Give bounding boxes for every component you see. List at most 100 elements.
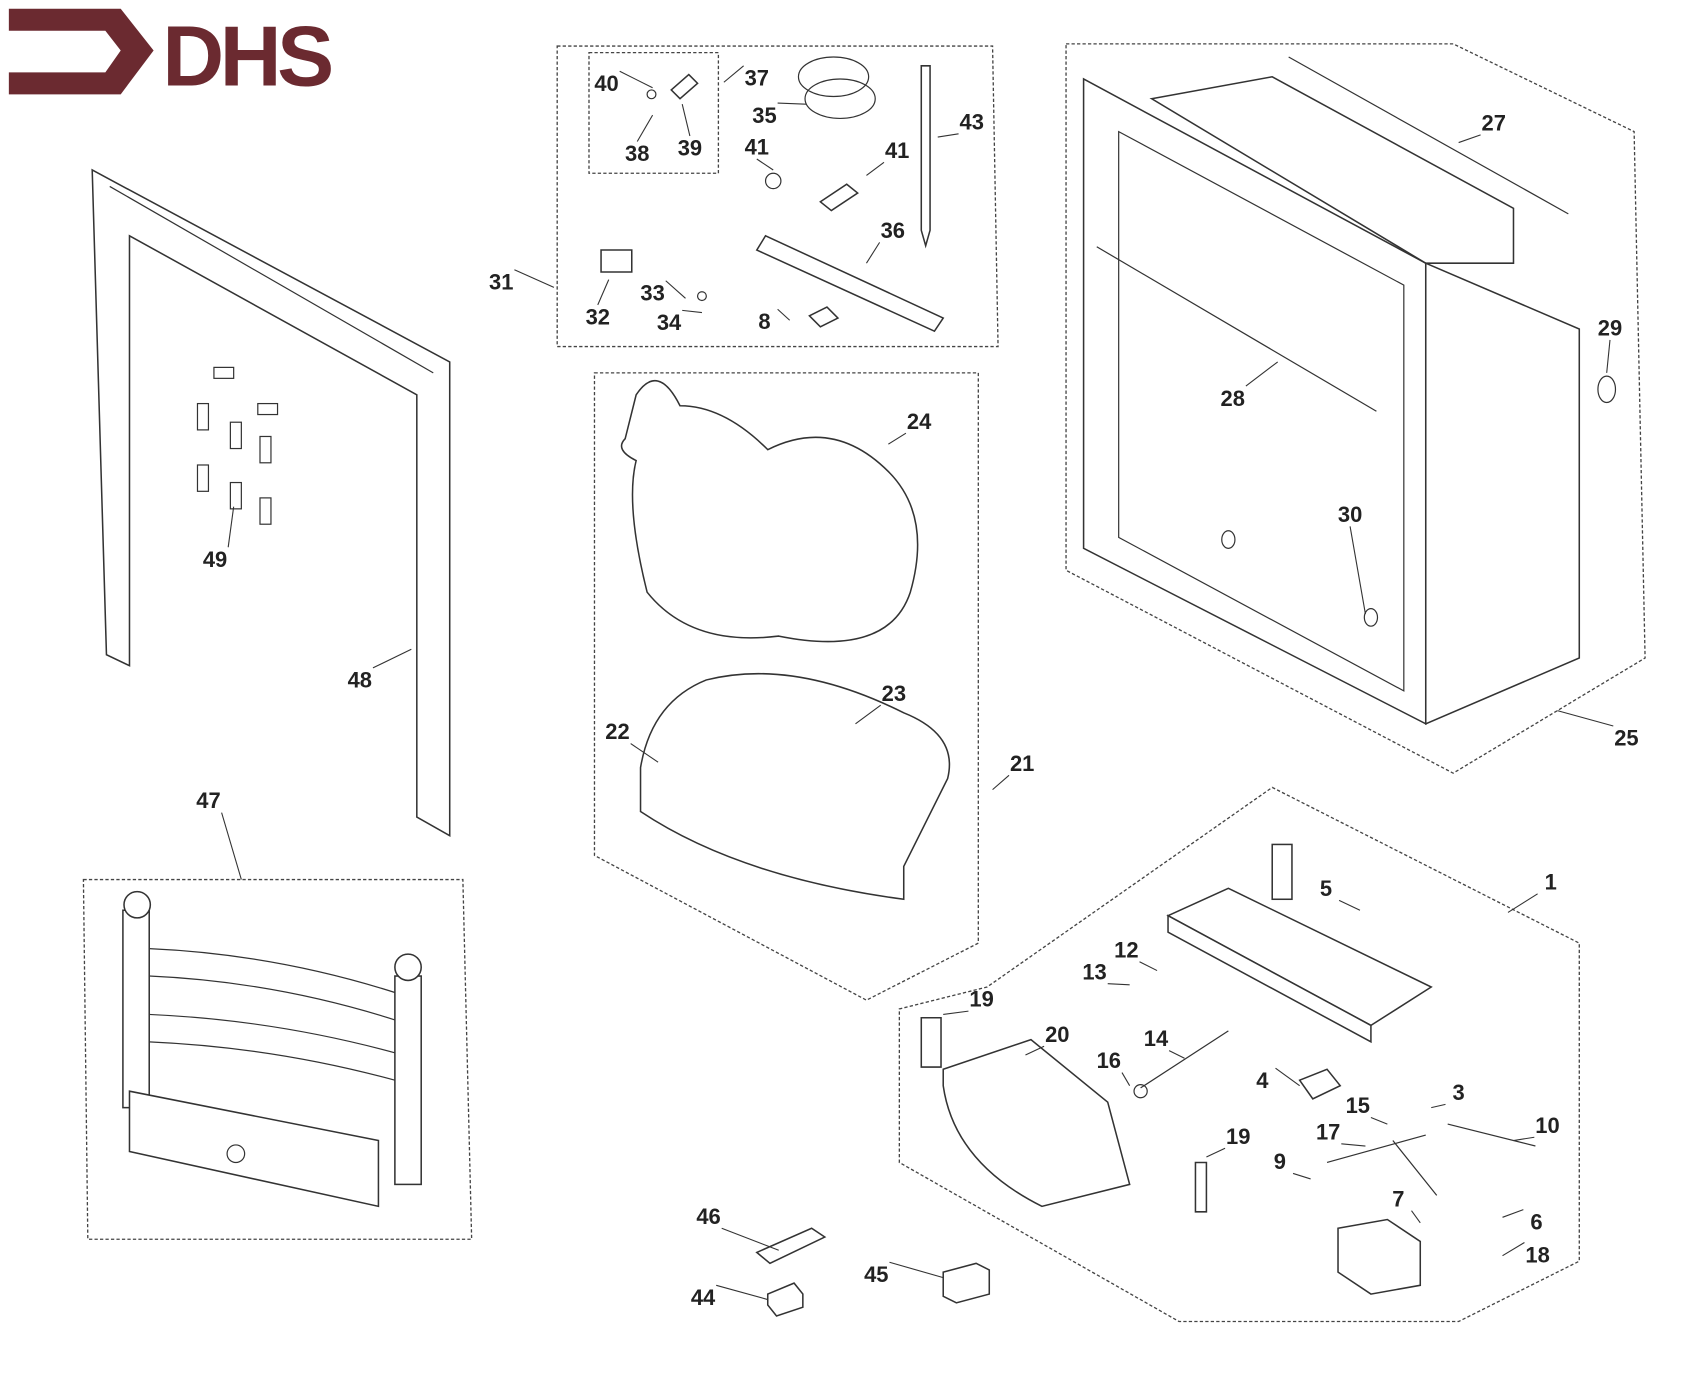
leader-line: [1206, 1147, 1226, 1158]
leader-line: [681, 104, 691, 137]
leader-line: [777, 308, 791, 321]
callout-32: 32: [586, 305, 610, 330]
callout-1: 1: [1545, 869, 1557, 894]
leader-line: [992, 774, 1010, 791]
leader-line: [865, 242, 881, 264]
callout-31: 31: [489, 270, 513, 295]
callout-16: 16: [1097, 1048, 1121, 1073]
callout-4: 4: [1256, 1068, 1269, 1093]
leader-line: [756, 158, 774, 171]
leader-line: [514, 269, 555, 288]
leader-line: [1025, 1045, 1045, 1056]
logo-arrow-icon: [8, 8, 154, 95]
callout-10: 10: [1535, 1113, 1559, 1138]
callout-46: 46: [696, 1204, 720, 1229]
leader-line: [1513, 1136, 1535, 1142]
leader-line: [682, 309, 703, 314]
leader-line: [1507, 893, 1538, 913]
leader-line: [855, 704, 882, 725]
callout-13: 13: [1082, 959, 1106, 984]
leader-line: [619, 70, 653, 89]
callout-14: 14: [1144, 1026, 1169, 1051]
leader-line: [1121, 1072, 1131, 1086]
callout-40: 40: [594, 71, 618, 96]
callout-19: 19: [969, 987, 993, 1012]
callout-19: 19: [1226, 1124, 1250, 1149]
callout-39: 39: [678, 136, 702, 161]
leader-line: [866, 161, 885, 176]
leader-line: [937, 133, 959, 138]
callout-33: 33: [640, 280, 664, 305]
leader-line: [372, 648, 412, 669]
leader-line: [889, 1261, 944, 1279]
leader-line: [1502, 1209, 1524, 1218]
leader-line: [1349, 526, 1366, 615]
leader-line: [1557, 710, 1614, 727]
leader-line: [1168, 1050, 1185, 1059]
callout-38: 38: [625, 141, 649, 166]
leader-line: [716, 1284, 768, 1301]
leader-line: [221, 812, 242, 880]
leader-line: [1502, 1242, 1525, 1257]
fascia-frame-group: [91, 168, 451, 837]
leader-line: [1341, 1143, 1366, 1147]
callout-9: 9: [1274, 1149, 1286, 1174]
callout-7: 7: [1392, 1186, 1404, 1211]
leader-line: [1107, 983, 1130, 986]
callout-20: 20: [1045, 1022, 1069, 1047]
leader-line: [1245, 361, 1279, 387]
leader-line: [597, 279, 610, 306]
leader-line: [1606, 339, 1611, 373]
callout-44: 44: [691, 1285, 716, 1310]
callout-8: 8: [758, 309, 770, 334]
callout-43: 43: [960, 109, 984, 134]
callout-30: 30: [1338, 502, 1362, 527]
callout-18: 18: [1525, 1242, 1549, 1267]
callout-34: 34: [657, 310, 682, 335]
accessory-kit-group: [556, 45, 999, 348]
callout-3: 3: [1453, 1080, 1465, 1105]
callout-24: 24: [907, 409, 932, 434]
leader-line: [721, 1227, 779, 1251]
callout-36: 36: [881, 218, 905, 243]
leader-line: [1411, 1210, 1421, 1224]
leader-line: [636, 114, 654, 142]
logo-text: DHS: [162, 10, 331, 105]
leader-line: [1139, 961, 1158, 972]
callout-25: 25: [1614, 726, 1638, 751]
burner-assembly-group: [898, 786, 1580, 1323]
callout-12: 12: [1114, 937, 1138, 962]
fret-group: [82, 878, 473, 1240]
leader-lines: [221, 65, 1614, 1301]
fuel-bed-group: [593, 372, 979, 1001]
leader-line: [777, 102, 807, 105]
leader-line: [1275, 1067, 1300, 1087]
dhs-logo: DHS: [8, 8, 336, 105]
callout-47: 47: [196, 788, 220, 813]
callout-15: 15: [1346, 1093, 1370, 1118]
callout-23: 23: [882, 681, 906, 706]
callout-27: 27: [1482, 111, 1506, 136]
callout-21: 21: [1010, 751, 1034, 776]
callout-41: 41: [745, 135, 769, 160]
callout-48: 48: [348, 668, 372, 693]
leader-line: [723, 65, 744, 83]
leader-line: [1458, 134, 1481, 144]
callout-35: 35: [752, 103, 776, 128]
leader-line: [665, 280, 686, 299]
callout-49: 49: [203, 547, 227, 572]
leader-line: [943, 1010, 969, 1015]
leader-line: [888, 432, 907, 445]
leader-line: [1431, 1103, 1446, 1109]
callout-28: 28: [1221, 386, 1245, 411]
callout-45: 45: [864, 1262, 888, 1287]
callout-37: 37: [745, 66, 769, 91]
firebox-group: [1065, 43, 1646, 774]
callout-41: 41: [885, 138, 909, 163]
callout-17: 17: [1316, 1119, 1340, 1144]
remote-control-group: [755, 1227, 991, 1317]
leader-line: [227, 506, 235, 548]
leader-line: [1338, 899, 1361, 911]
